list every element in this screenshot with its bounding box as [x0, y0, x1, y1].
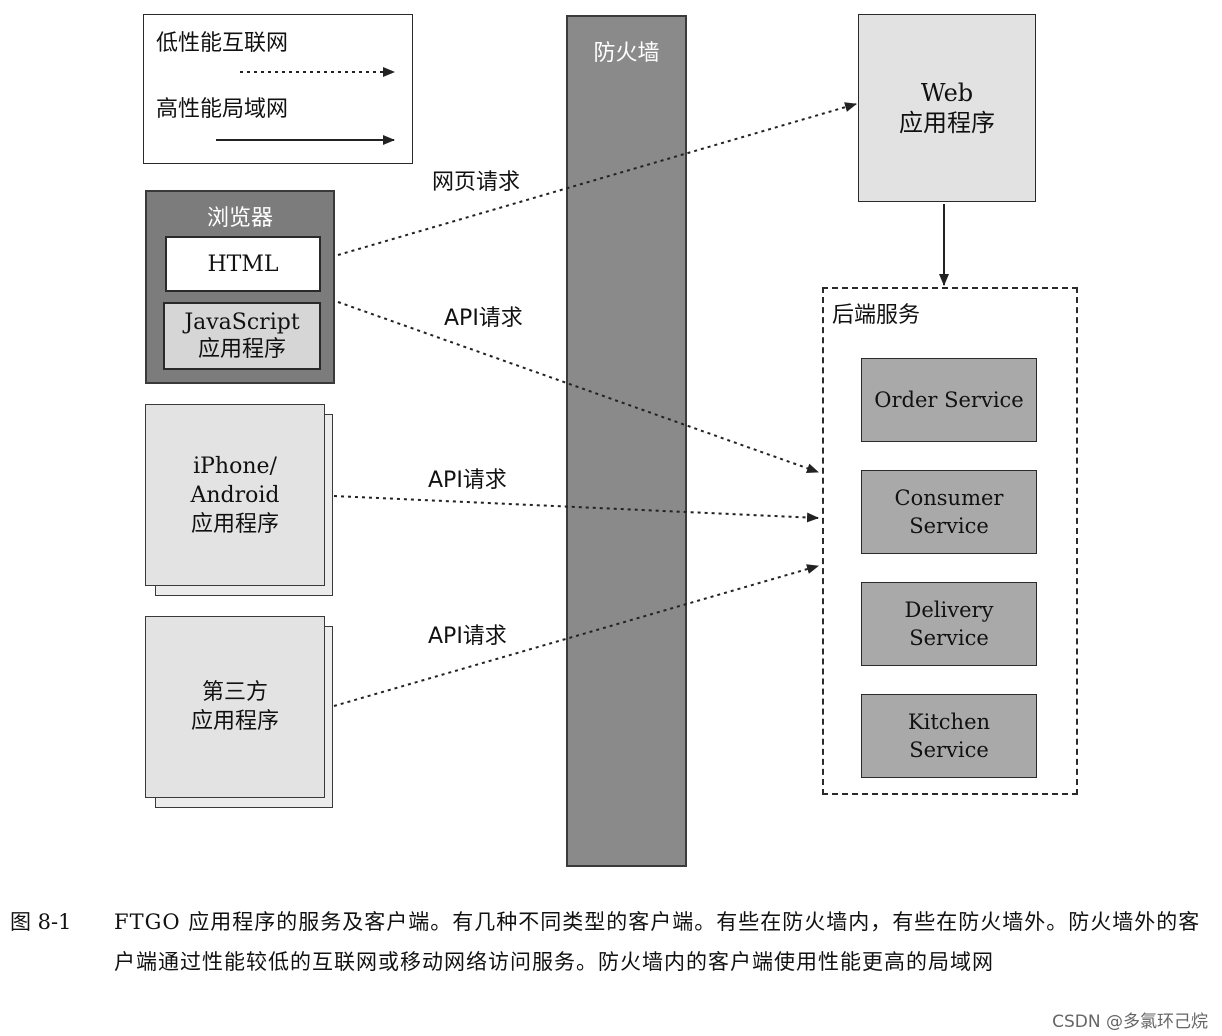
- legend-high-perf-label: 高性能局域网: [156, 97, 289, 122]
- consumer-service-line2: Service: [909, 514, 989, 538]
- third-party-line1: 第三方: [201, 680, 268, 705]
- api-request-label-third-party: API请求: [428, 624, 507, 649]
- html-label: HTML: [207, 251, 279, 277]
- web-request-arrow: [337, 102, 857, 256]
- order-service-line1: Order Service: [874, 388, 1024, 412]
- figure-caption: 图 8-1 FTGO 应用程序的服务及客户端。有几种不同类型的客户端。有些在防火…: [10, 902, 1215, 982]
- figure-caption-text: FTGO 应用程序的服务及客户端。有几种不同类型的客户端。有些在防火墙内，有些在…: [114, 910, 1201, 974]
- backend-services-label: 后端服务: [832, 303, 921, 328]
- legend-low-perf-label: 低性能互联网: [156, 31, 289, 56]
- watermark: CSDN @多氯环己烷: [1052, 1012, 1208, 1032]
- mobile-api-arrow: [333, 495, 819, 523]
- backend-services-group: 后端服务: [822, 287, 1078, 795]
- delivery-service-line1: Delivery: [904, 598, 994, 622]
- delivery-service-line2: Service: [909, 626, 989, 650]
- consumer-service-line1: Consumer: [894, 486, 1004, 510]
- api-request-label-browser: API请求: [444, 306, 523, 331]
- mobile-app-line2: Android: [190, 482, 280, 508]
- browser-api-arrow: [337, 301, 819, 474]
- firewall: 防火墙: [566, 15, 687, 867]
- web-request-label: 网页请求: [432, 170, 521, 195]
- kitchen-service-line1: Kitchen: [907, 710, 991, 734]
- javascript-app-box: JavaScript 应用程序: [163, 302, 321, 370]
- mobile-app-card: iPhone/ Android 应用程序: [145, 404, 325, 586]
- order-service: Order Service: [861, 358, 1037, 442]
- delivery-service: Delivery Service: [861, 582, 1037, 666]
- browser-label: 浏览器: [206, 206, 273, 231]
- api-request-label-mobile: API请求: [428, 468, 507, 493]
- kitchen-service: Kitchen Service: [861, 694, 1037, 778]
- javascript-app-line1: JavaScript: [184, 310, 300, 335]
- third-party-app-client: 第三方 应用程序: [145, 616, 335, 810]
- browser-client: 浏览器 HTML JavaScript 应用程序: [145, 190, 335, 384]
- mobile-app-line3: 应用程序: [190, 511, 279, 537]
- figure-number: 图 8-1: [10, 910, 72, 934]
- web-application: Web 应用程序: [858, 14, 1036, 202]
- third-party-card: 第三方 应用程序: [145, 616, 325, 798]
- web-app-line1: Web: [920, 79, 974, 107]
- javascript-app-line2: 应用程序: [197, 337, 286, 362]
- mobile-app-line1: iPhone/: [193, 453, 277, 479]
- third-party-line2: 应用程序: [190, 709, 279, 734]
- kitchen-service-line2: Service: [909, 738, 989, 762]
- consumer-service: Consumer Service: [861, 470, 1037, 554]
- html-box: HTML: [165, 236, 321, 292]
- third-party-api-arrow: [333, 564, 819, 707]
- mobile-app-client: iPhone/ Android 应用程序: [145, 404, 335, 598]
- firewall-label: 防火墙: [593, 41, 660, 66]
- web-app-line2: 应用程序: [899, 109, 995, 137]
